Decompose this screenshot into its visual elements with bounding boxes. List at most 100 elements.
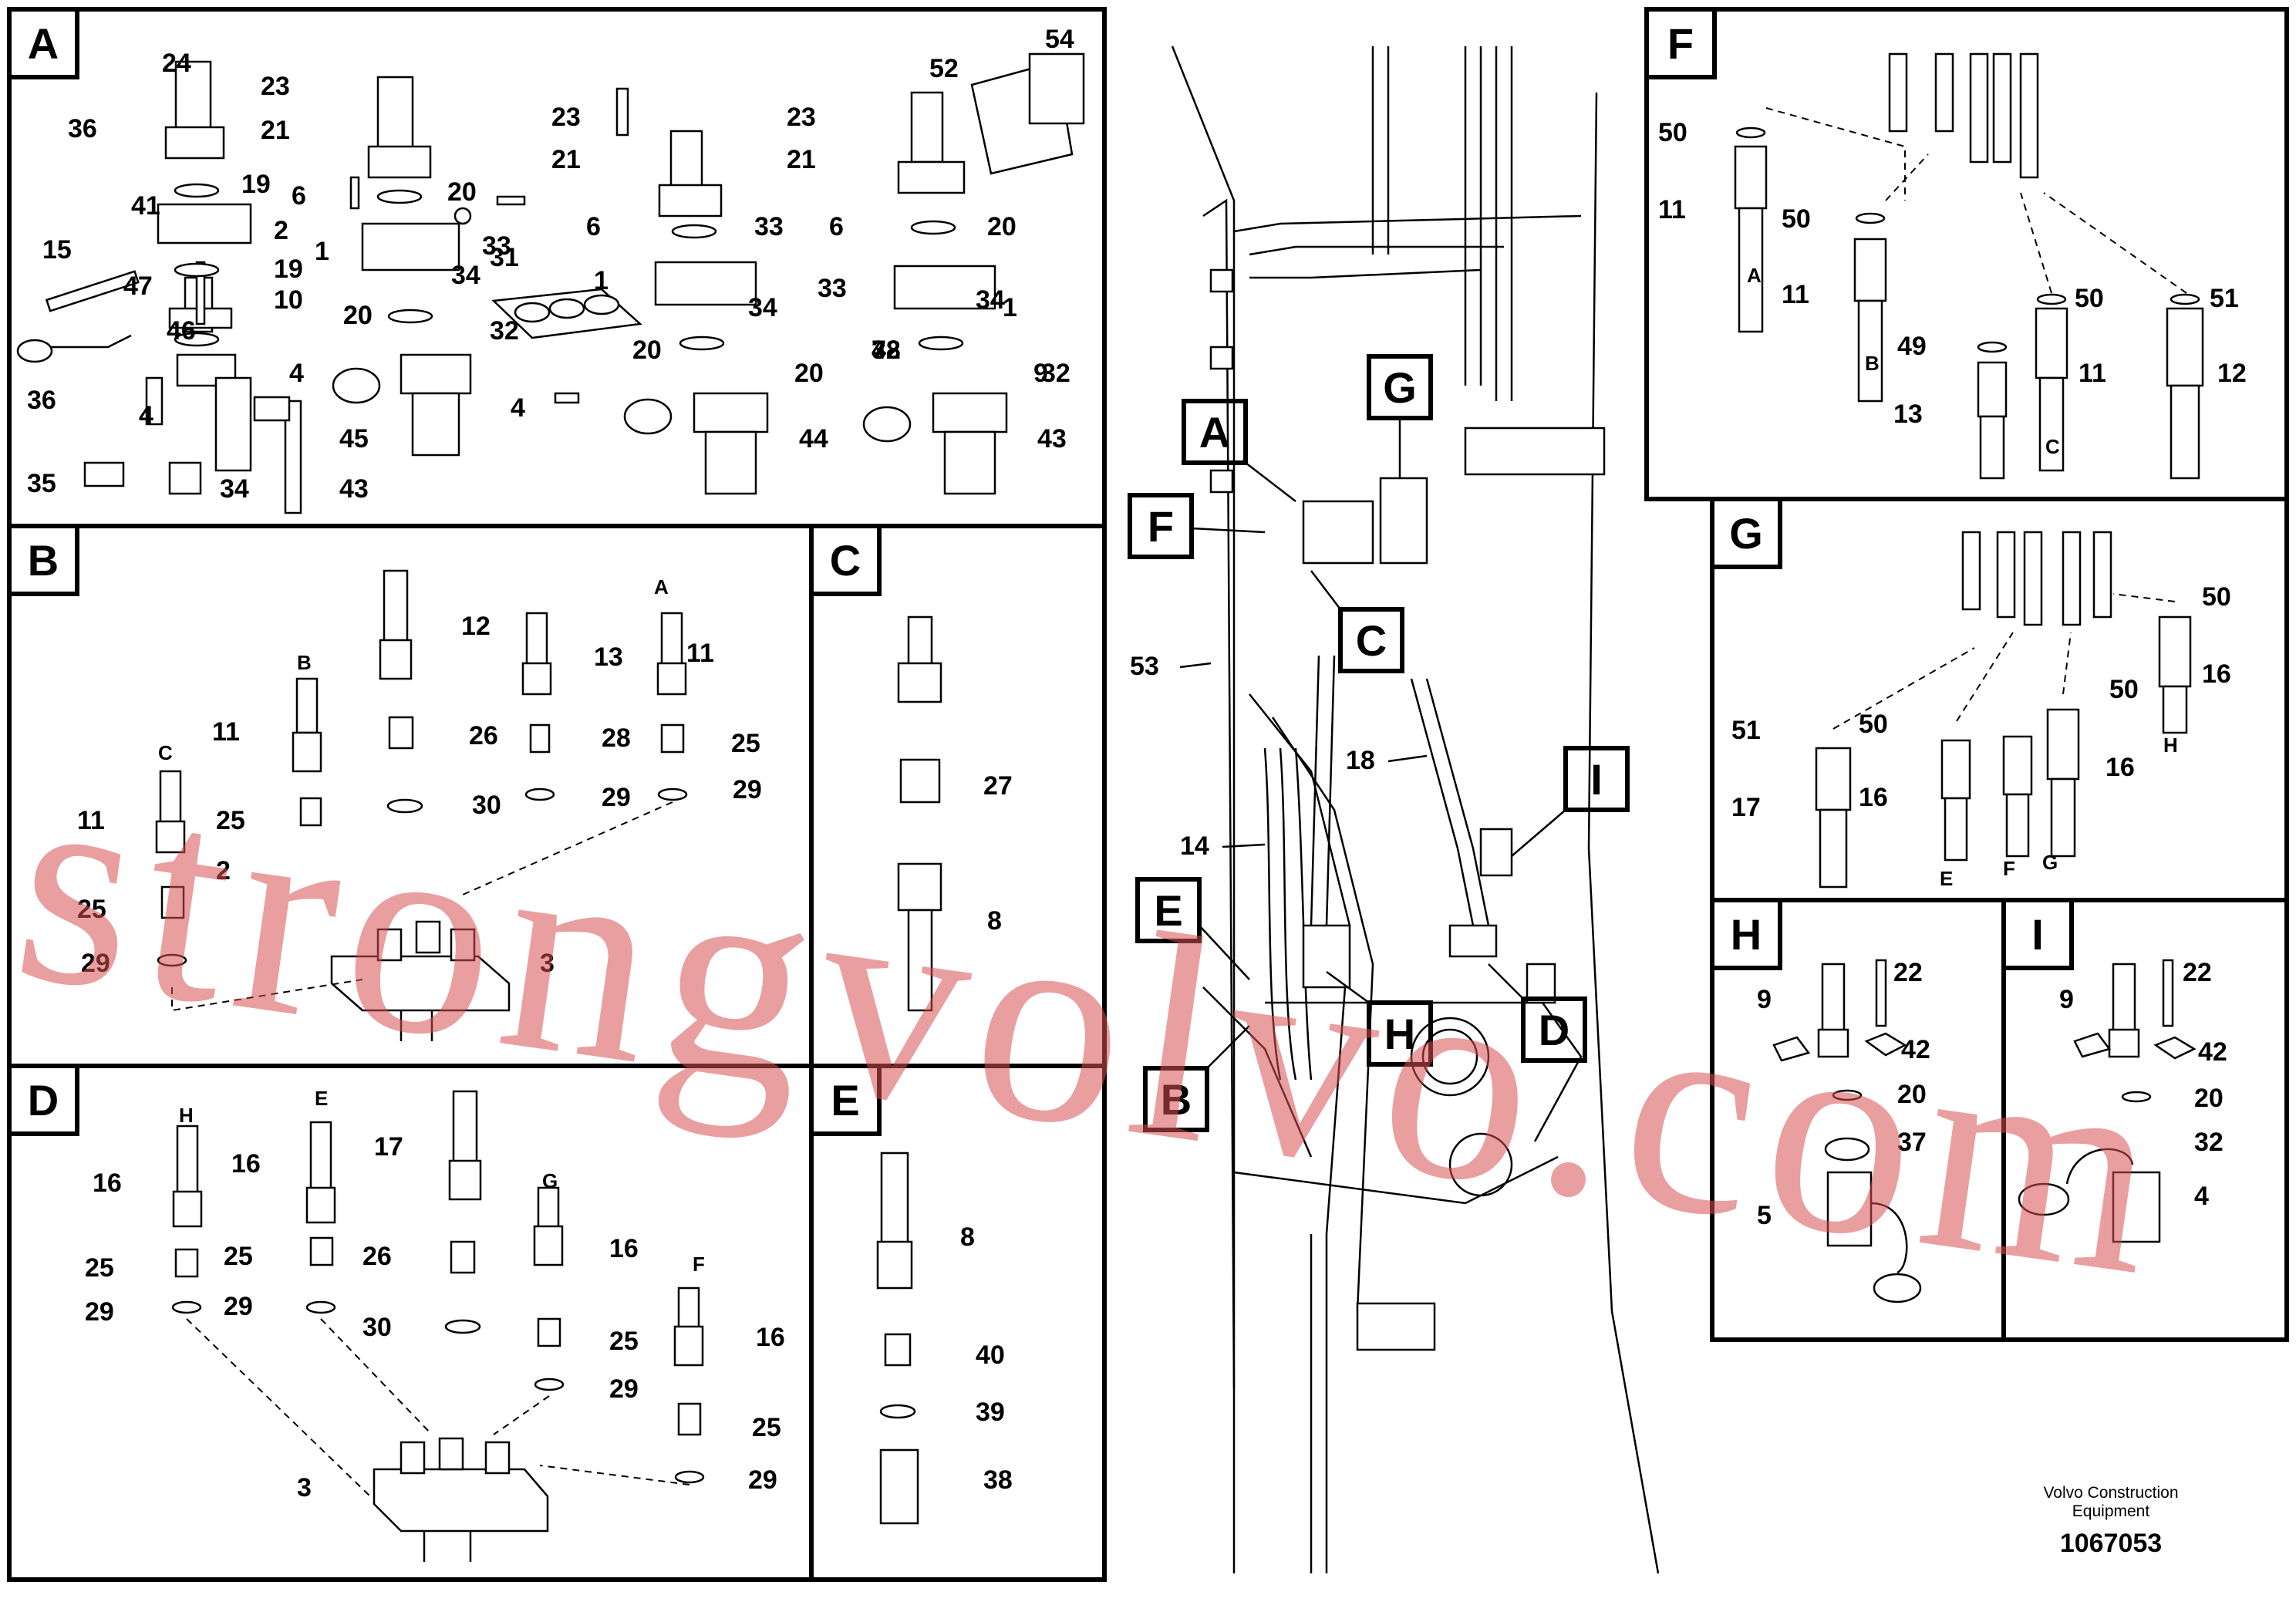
svg-text:G: G	[1383, 363, 1417, 412]
svg-text:53: 53	[1130, 652, 1159, 681]
svg-text:27: 27	[983, 771, 1013, 801]
svg-text:22: 22	[1893, 958, 1923, 987]
svg-text:16: 16	[609, 1234, 639, 1263]
panel-e-parts	[876, 1152, 919, 1525]
svg-text:33: 33	[818, 274, 847, 303]
svg-text:12: 12	[2217, 359, 2247, 388]
svg-text:C: C	[158, 741, 173, 764]
svg-text:47: 47	[123, 271, 153, 301]
svg-text:4: 4	[511, 393, 525, 423]
panel-d-labels: H E 17 16 16 G 16 25 25 26 25 29 29 30 2…	[85, 1087, 785, 1502]
svg-text:37: 37	[1897, 1128, 1927, 1157]
svg-text:23: 23	[787, 103, 816, 132]
svg-text:16: 16	[2202, 659, 2231, 689]
svg-text:12: 12	[461, 612, 491, 641]
svg-text:16: 16	[756, 1323, 785, 1352]
svg-text:E: E	[831, 1076, 859, 1125]
svg-text:25: 25	[731, 729, 760, 758]
svg-text:1: 1	[594, 266, 609, 295]
svg-text:3: 3	[540, 949, 555, 978]
panel-g-labels: 50 16 51 50 50 H 16 17 16 E F G	[1731, 582, 2231, 890]
panel-c-frame	[809, 524, 1107, 1068]
svg-text:31: 31	[490, 243, 519, 272]
panel-g-parts	[1815, 531, 2192, 889]
main-labels: 53 18 14	[1130, 652, 1428, 861]
svg-text:26: 26	[469, 721, 498, 750]
svg-text:25: 25	[752, 1413, 781, 1442]
svg-text:25: 25	[77, 895, 106, 924]
svg-text:17: 17	[374, 1132, 403, 1162]
panel-letter-a: A	[7, 7, 79, 79]
svg-text:13: 13	[1893, 400, 1923, 429]
panel-h-parts	[1772, 959, 1922, 1303]
panel-letter-e: E	[809, 1064, 882, 1136]
svg-text:3: 3	[297, 1473, 312, 1502]
svg-text:C: C	[830, 536, 861, 585]
svg-text:23: 23	[261, 72, 290, 101]
svg-text:29: 29	[602, 783, 631, 812]
svg-text:14: 14	[1180, 831, 1209, 861]
svg-text:35: 35	[27, 469, 56, 498]
svg-text:48: 48	[872, 336, 901, 365]
svg-text:2: 2	[274, 216, 288, 245]
svg-text:17: 17	[1731, 793, 1761, 822]
svg-text:6: 6	[292, 181, 306, 211]
svg-text:11: 11	[686, 639, 714, 668]
svg-text:24: 24	[162, 49, 191, 78]
svg-text:22: 22	[2183, 958, 2212, 987]
panel-b-parts	[155, 569, 688, 1041]
svg-text:1: 1	[315, 237, 329, 266]
svg-text:50: 50	[2075, 284, 2104, 313]
svg-text:13: 13	[594, 642, 623, 672]
panel-a-labels-extra: 43	[339, 474, 369, 504]
svg-text:32: 32	[490, 316, 519, 346]
svg-text:32: 32	[2194, 1128, 2224, 1157]
callout-a: A	[1182, 399, 1296, 502]
panel-i-parts	[2018, 959, 2197, 1243]
svg-text:I: I	[2031, 910, 2044, 959]
svg-text:A: A	[1199, 408, 1230, 457]
panel-letter-h: H	[1710, 898, 1782, 970]
panel-e-frame	[809, 1064, 1107, 1582]
svg-text:4: 4	[139, 401, 153, 430]
svg-text:25: 25	[609, 1327, 639, 1356]
credit-org-line1: Volvo Construction	[2043, 1484, 2179, 1502]
panel-letter-f: F	[1644, 7, 1717, 79]
callout-f: F	[1128, 493, 1266, 559]
svg-text:50: 50	[2109, 675, 2139, 704]
svg-text:16: 16	[93, 1168, 122, 1198]
svg-text:D: D	[1539, 1006, 1569, 1054]
svg-text:41: 41	[131, 191, 160, 221]
svg-text:32: 32	[1041, 359, 1070, 388]
svg-text:1: 1	[1003, 293, 1017, 322]
svg-text:D: D	[28, 1076, 59, 1125]
svg-text:6: 6	[829, 212, 844, 241]
svg-text:B: B	[1865, 352, 1880, 375]
panel-i-labels: 9 22 42 20 32 4	[2059, 958, 2227, 1211]
svg-text:E: E	[1940, 867, 1953, 890]
svg-text:2: 2	[216, 856, 231, 885]
svg-text:36: 36	[68, 114, 97, 143]
panel-h-labels: 9 22 42 20 37 5	[1757, 958, 1930, 1230]
svg-text:40: 40	[976, 1340, 1005, 1370]
svg-text:43: 43	[1037, 424, 1067, 454]
svg-text:50: 50	[1658, 118, 1687, 147]
svg-text:50: 50	[1859, 710, 1888, 739]
svg-text:16: 16	[1859, 783, 1888, 812]
drawing-credit: Volvo Construction Equipment 1067053	[2011, 1484, 2211, 1559]
svg-text:42: 42	[1901, 1035, 1930, 1064]
svg-text:26: 26	[362, 1242, 392, 1271]
panel-e-labels: 8 40 39 38	[960, 1222, 1013, 1495]
panel-d-parts	[171, 1090, 705, 1562]
svg-text:F: F	[693, 1253, 705, 1276]
svg-text:51: 51	[2210, 284, 2239, 313]
svg-text:30: 30	[362, 1313, 392, 1342]
svg-text:50: 50	[2202, 582, 2231, 612]
svg-text:4: 4	[2194, 1182, 2209, 1211]
svg-text:23: 23	[551, 103, 581, 132]
svg-text:8: 8	[960, 1222, 975, 1252]
callout-b: B	[1143, 1025, 1250, 1132]
svg-text:7: 7	[872, 336, 886, 365]
svg-text:42: 42	[2198, 1037, 2227, 1067]
